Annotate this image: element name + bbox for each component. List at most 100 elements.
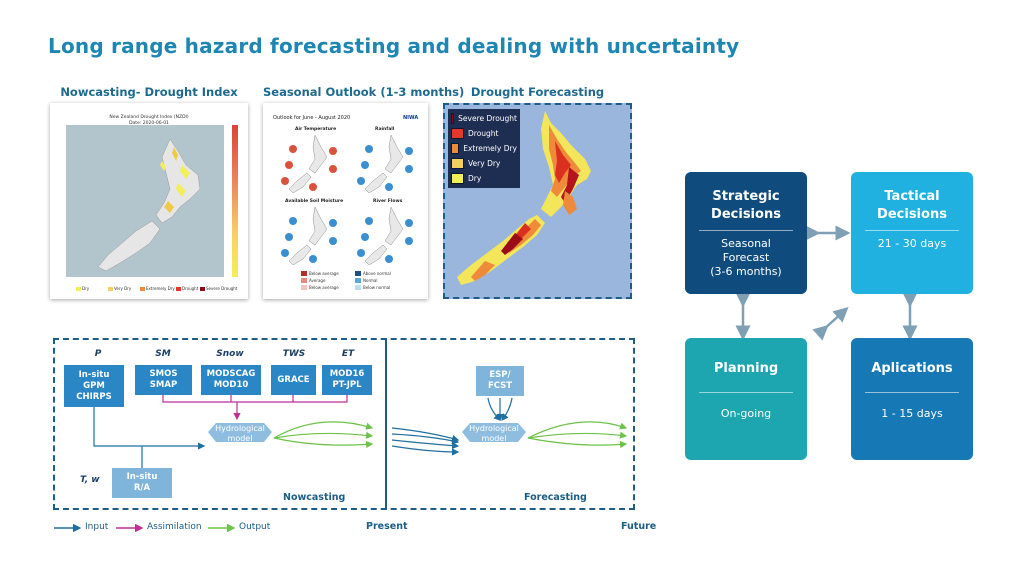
box-title-line: Decisions: [877, 207, 947, 222]
legend-label: Dry: [468, 174, 482, 183]
source-head-p: P: [94, 349, 102, 359]
present-label: Present: [366, 521, 408, 532]
quadrant-soil-moisture: Available Soil Moisture: [285, 199, 344, 204]
hydrological-model-hex-forecasting: [462, 423, 526, 442]
nowcasting-panel-title: Nowcasting- Drought Index: [60, 85, 238, 99]
legend-label: Severe Drought: [458, 114, 517, 123]
map-title: New Zealand Drought Index (NZDI): [109, 115, 189, 120]
niwa-logo: NIWA: [403, 115, 419, 121]
quadrant-air-temperature: Air Temperature: [295, 127, 337, 132]
swatch-dry: [451, 173, 464, 184]
source-box-precipitation: In-situ GPM CHIRPS: [64, 365, 124, 407]
drought-forecasting-map: Severe Drought Drought Extremely Dry Ver…: [443, 103, 632, 299]
drought-panel-title: Drought Forecasting: [470, 85, 605, 99]
legend-row-extremely-dry: Extremely Dry: [451, 141, 517, 156]
legend-label: Extremely Dry: [463, 144, 517, 153]
flow-diagram-frame: [53, 338, 635, 510]
source-head-snow: Snow: [216, 349, 244, 359]
box-title-line: Decisions: [711, 207, 781, 222]
swatch-very-dry: [451, 158, 464, 169]
hex-line: Hydrological: [469, 424, 519, 433]
legend-right-3: Below normal: [363, 285, 391, 290]
page-title: Long range hazard forecasting and dealin…: [48, 34, 740, 58]
box-sub-line: 21 - 30 days: [877, 237, 947, 250]
seasonal-panel-title: Seasonal Outlook (1-3 months): [263, 85, 465, 99]
legend-right-1: Above normal: [363, 271, 391, 276]
source-line: In-situ: [126, 472, 158, 482]
hydro-model-nowcasting-label: Hydrological model: [210, 424, 270, 444]
esp-fcst-box: ESP/ FCST: [476, 366, 524, 396]
forecasting-section-label: Forecasting: [524, 492, 587, 503]
legend-severe-drought: Severe Drought: [206, 286, 238, 291]
box-divider: [865, 230, 959, 231]
source-box-snow: MODSCAG MOD10: [201, 365, 261, 395]
nowcasting-drought-index-map: New Zealand Drought Index (NZDI) Date: 2…: [50, 103, 248, 299]
hex-line: Hydrological: [215, 424, 265, 433]
quadrant-rainfall: Rainfall: [375, 127, 395, 132]
source-box-soil-moisture: SMOS SMAP: [135, 365, 192, 395]
seasonal-outlook-card: Outlook for June - August 2020 NIWA Air …: [263, 103, 428, 299]
seasonal-card-title: Outlook for June - August 2020: [273, 115, 351, 121]
legend-row-very-dry: Very Dry: [451, 156, 517, 171]
legend-row-severe-drought: Severe Drought: [451, 111, 517, 126]
box-divider: [865, 392, 959, 393]
source-head-sm: SM: [155, 349, 171, 359]
box-title-line: Tactical: [884, 189, 940, 204]
legend-right-2: Normal: [363, 278, 378, 283]
tactical-decisions-box: Tactical Decisions 21 - 30 days: [851, 172, 973, 294]
tw-label: T, w: [80, 475, 100, 485]
source-line: In-situ: [78, 369, 110, 380]
nowcasting-section-label: Nowcasting: [283, 492, 346, 503]
legend-extremely-dry: Extremely Dry: [146, 286, 175, 291]
future-label: Future: [621, 521, 657, 532]
box-sub-line: Forecast: [722, 251, 770, 264]
source-line: SMAP: [149, 380, 178, 390]
legend-left-1: Below average: [309, 271, 339, 276]
box-sub-line: (3-6 months): [710, 265, 782, 278]
box-divider: [699, 392, 793, 393]
legend-very-dry: Very Dry: [114, 286, 132, 291]
source-line: PT-JPL: [332, 380, 362, 390]
hex-line: model: [227, 434, 253, 443]
source-head-et: ET: [341, 349, 355, 359]
strategic-decisions-box: Strategic Decisions Seasonal Forecast (3…: [685, 172, 807, 294]
nowcasting-map-graphic: [66, 125, 238, 291]
source-line: R/A: [133, 483, 151, 493]
seasonal-maps-graphic: [281, 134, 413, 290]
legend-dry: Dry: [82, 286, 90, 291]
legend-row-dry: Dry: [451, 171, 517, 186]
legend-assimilation-label: Assimilation: [147, 522, 202, 532]
legend-left-3: Below average: [309, 285, 339, 290]
hydrological-model-hex-nowcasting: [208, 423, 272, 442]
legend-row-drought: Drought: [451, 126, 517, 141]
source-line: MOD10: [213, 380, 249, 390]
source-line: FCST: [487, 381, 513, 391]
legend-left-2: Average: [309, 278, 326, 283]
box-sub-line: On-going: [720, 407, 772, 420]
source-line: GRACE: [277, 374, 310, 385]
drought-legend: Severe Drought Drought Extremely Dry Ver…: [448, 109, 520, 188]
box-title-line: Strategic: [712, 189, 780, 204]
applications-box: Aplications 1 - 15 days: [851, 338, 973, 460]
legend-input-label: Input: [85, 522, 109, 532]
source-line: SMOS: [149, 369, 178, 379]
box-sub-line: Seasonal: [721, 237, 771, 250]
box-title-line: Aplications: [871, 361, 953, 376]
legend-drought: Drought: [182, 286, 199, 291]
legend-label: Drought: [468, 129, 499, 138]
source-line: ESP/: [489, 370, 511, 380]
hex-line: model: [481, 434, 507, 443]
quadrant-river-flows: River Flows: [373, 199, 403, 204]
source-head-tws: TWS: [282, 349, 306, 359]
source-line: CHIRPS: [76, 391, 112, 402]
present-divider: [385, 338, 387, 510]
source-box-tws: GRACE: [271, 365, 316, 395]
box-title-line: Planning: [713, 361, 779, 376]
map-date: Date: 2020-06-01: [129, 121, 169, 126]
legend-output-label: Output: [239, 522, 271, 532]
source-line: MODSCAG: [206, 369, 256, 379]
swatch-drought: [451, 128, 464, 139]
source-line: GPM: [83, 380, 105, 391]
source-box-insitu-ra: In-situ R/A: [112, 468, 172, 498]
